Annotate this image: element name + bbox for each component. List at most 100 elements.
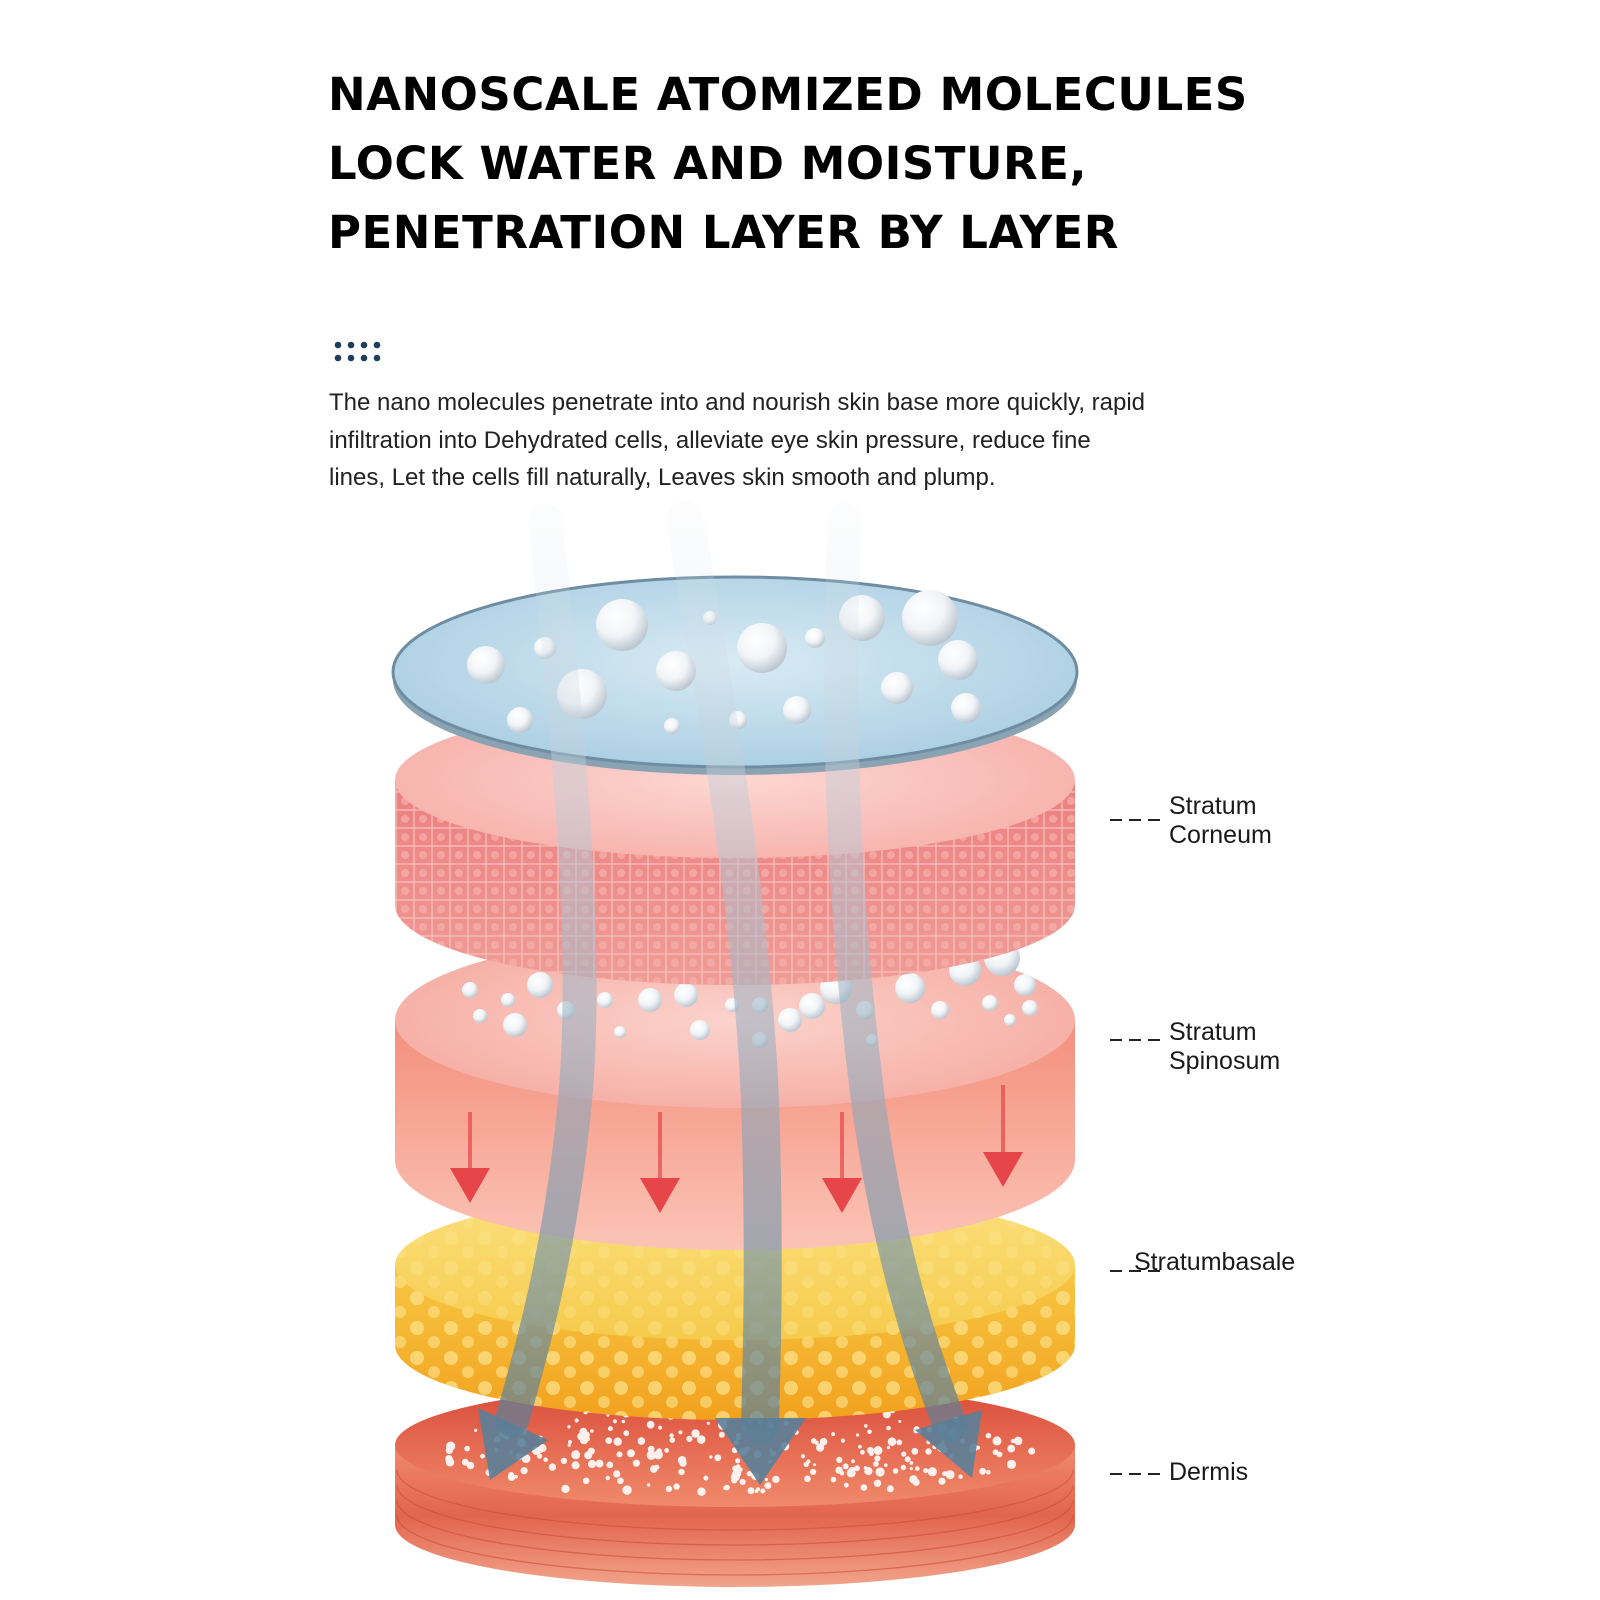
speckle	[508, 1471, 515, 1478]
speckle	[816, 1443, 825, 1452]
speckle	[864, 1424, 868, 1428]
headline: NANOSCALE ATOMIZED MOLECULES LOCK WATER …	[328, 60, 1328, 267]
bubble	[881, 672, 913, 704]
headline-line-3: PENETRATION LAYER BY LAYER	[328, 206, 1119, 259]
speckle	[858, 1444, 862, 1449]
speckle	[886, 1445, 891, 1450]
bubble	[951, 693, 981, 723]
headline-line-1: NANOSCALE ATOMIZED MOLECULES	[328, 68, 1248, 121]
speckle	[856, 1433, 860, 1437]
speckle	[622, 1485, 632, 1495]
speckle	[873, 1446, 883, 1455]
bubble	[737, 623, 787, 673]
speckle	[658, 1425, 663, 1430]
speckle	[474, 1428, 478, 1432]
description: The nano molecules penetrate into and no…	[329, 384, 1269, 497]
description-line-3: lines, Let the cells fill naturally, Lea…	[329, 464, 996, 491]
bubble	[656, 651, 696, 691]
speckle	[806, 1459, 811, 1464]
speckle	[686, 1435, 693, 1442]
speckle	[464, 1445, 470, 1452]
speckle	[466, 1461, 475, 1470]
speckle	[875, 1467, 885, 1477]
speckle	[678, 1430, 683, 1435]
speckle	[575, 1450, 579, 1454]
speckle	[623, 1430, 630, 1437]
bubble	[597, 992, 613, 1008]
speckle	[813, 1463, 816, 1467]
speckle	[538, 1444, 547, 1453]
speckle	[835, 1466, 843, 1474]
bubble	[938, 640, 978, 680]
speckle	[810, 1468, 817, 1475]
speckle	[760, 1488, 766, 1494]
bubble	[1014, 974, 1036, 996]
down-arrow-icon	[640, 1112, 680, 1213]
speckle	[746, 1471, 753, 1477]
headline-line-2: LOCK WATER AND MOISTURE,	[328, 137, 1088, 190]
speckle	[584, 1451, 593, 1460]
speckle	[664, 1448, 669, 1453]
speckle	[669, 1437, 676, 1443]
speckle	[646, 1450, 657, 1460]
speckle	[595, 1459, 604, 1468]
speckle	[732, 1465, 739, 1472]
speckle	[804, 1475, 811, 1483]
speckle	[703, 1475, 709, 1481]
description-line-1: The nano molecules penetrate into and no…	[329, 389, 1146, 416]
speckle	[979, 1467, 987, 1475]
speckle	[706, 1421, 710, 1425]
speckle	[567, 1443, 571, 1447]
speckle	[587, 1459, 597, 1469]
speckle	[772, 1475, 780, 1484]
speckle	[958, 1474, 963, 1479]
bubble	[895, 973, 925, 1003]
speckle	[612, 1419, 618, 1424]
label-dermis: Dermis	[1110, 1458, 1248, 1487]
curved-arrow-icon	[824, 503, 982, 1478]
speckle	[647, 1445, 655, 1453]
speckle	[656, 1449, 660, 1454]
speckle	[927, 1467, 937, 1477]
speckle	[873, 1461, 879, 1467]
speckle	[730, 1472, 740, 1482]
bubble	[783, 696, 811, 724]
speckle	[536, 1453, 543, 1459]
speckle	[567, 1425, 571, 1429]
speckle	[860, 1484, 868, 1491]
speckle	[884, 1463, 888, 1467]
speckle	[577, 1432, 586, 1441]
speckle	[886, 1485, 894, 1493]
speckle	[938, 1477, 946, 1485]
speckle	[616, 1451, 623, 1458]
speckle	[814, 1440, 819, 1445]
bubble	[596, 599, 648, 651]
speckle	[923, 1468, 929, 1474]
speckle	[646, 1420, 655, 1429]
speckle	[613, 1437, 622, 1446]
label-line: Dermis	[1169, 1458, 1249, 1486]
speckle	[873, 1479, 882, 1488]
speckle	[849, 1466, 856, 1474]
speckle	[607, 1426, 613, 1432]
speckle	[632, 1459, 641, 1467]
leader-line	[1110, 1473, 1160, 1475]
speckle	[1013, 1436, 1023, 1446]
skin-layers-diagram	[391, 501, 1079, 1587]
bubble	[778, 1008, 802, 1032]
down-arrow-icon	[983, 1085, 1023, 1187]
speckle	[697, 1487, 706, 1496]
speckle	[854, 1465, 860, 1472]
speckle	[613, 1470, 621, 1478]
speckle	[904, 1456, 911, 1463]
bubble	[501, 993, 515, 1007]
leader-line	[1110, 1270, 1160, 1272]
speckle	[764, 1478, 769, 1482]
curved-arrow-icon	[666, 501, 806, 1485]
description-line-2: infiltration into Dehydrated cells, alle…	[329, 426, 1091, 454]
speckle	[912, 1478, 920, 1486]
speckle	[1028, 1447, 1036, 1455]
speckle	[925, 1448, 932, 1455]
speckle	[582, 1477, 590, 1485]
speckle	[548, 1463, 557, 1471]
